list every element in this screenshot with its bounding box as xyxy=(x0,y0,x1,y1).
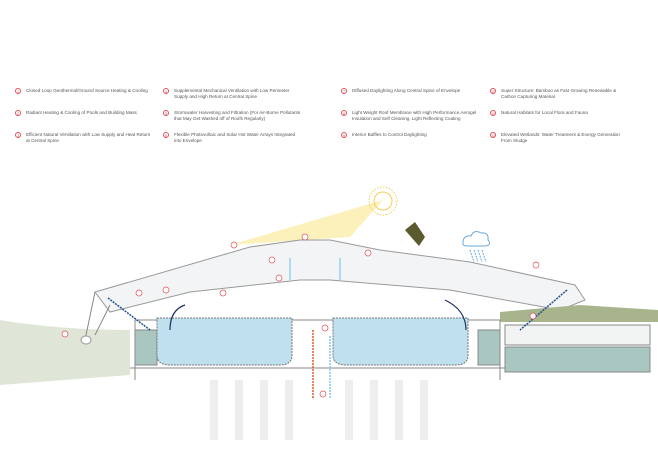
legend-number-badge: 9 xyxy=(341,132,347,138)
sunlight-beam xyxy=(230,200,383,245)
legend-text: Natural Habitats for Local Flora and Fau… xyxy=(501,110,588,115)
legend-number-badge: 12 xyxy=(490,132,496,138)
ventilation-arrows xyxy=(107,258,568,331)
legend-text: Stormwater Harvesting and Filtration (Fo… xyxy=(174,110,301,121)
legend-number-badge: 6 xyxy=(163,132,169,138)
legend-number-badge: 5 xyxy=(163,110,169,116)
legend-item: 3 Efficient Natural Ventilation with Low … xyxy=(15,132,155,144)
building-base xyxy=(130,319,505,380)
legend-number-badge: 10 xyxy=(490,88,496,94)
legend-item: 5 Stormwater Harvesting and Filtration (F… xyxy=(163,110,303,122)
legend-number-badge: 2 xyxy=(15,110,21,116)
legend-text: Supplemental Mechanical Ventilation with… xyxy=(174,88,290,99)
legend-item: 9 Interior Baffles to Control Daylighting xyxy=(341,132,481,138)
legend-number-badge: 1 xyxy=(15,88,21,94)
legend-text: Super Structure: Bamboo as Fast Growing … xyxy=(501,88,617,99)
legend-number-badge: 4 xyxy=(163,88,169,94)
right-building xyxy=(504,324,651,373)
sun-icon xyxy=(368,186,398,216)
green-roof-right xyxy=(500,305,658,322)
legend-text: Closed Loop Geothermal/Ground Source Hea… xyxy=(26,88,148,93)
legend-text: Flexible Photovoltaic and Solar Hot Wate… xyxy=(174,132,296,143)
legend-text: Efficient Natural Ventilation with Low S… xyxy=(26,132,151,143)
legend-item: 10 Super Structure: Bamboo as Fast Growin… xyxy=(490,88,630,100)
legend-item: 8 Light Weight Roof Membrane with High Pe… xyxy=(341,110,481,122)
pool-left xyxy=(156,317,293,366)
legend-text: Interior Baffles to Control Daylighting xyxy=(352,132,427,137)
legend-item: 6 Flexible Photovoltaic and Solar Hot Wat… xyxy=(163,132,303,144)
legend-item: 1 Closed Loop Geothermal/Ground Source He… xyxy=(15,88,155,94)
pv-film-sample xyxy=(405,222,425,246)
legend-number-badge: 11 xyxy=(490,110,496,116)
legend-text: Elevated Wetlands: Water Treatment & Ene… xyxy=(501,132,620,143)
legend-text: Radiant Heating & Cooling of Pools and B… xyxy=(26,110,137,115)
legend-item: 4 Supplemental Mechanical Ventilation wit… xyxy=(163,88,303,100)
legend-number-badge: 8 xyxy=(341,110,347,116)
landscape-left xyxy=(0,320,130,385)
legend-item: 7 Diffused Daylighting Along Central Spin… xyxy=(341,88,481,94)
legend-number-badge: 7 xyxy=(341,88,347,94)
pool-right xyxy=(332,317,469,366)
rain-cloud-icon xyxy=(462,231,491,263)
callout-markers xyxy=(61,233,540,398)
legend-item: 12 Elevated Wetlands: Water Treatment & E… xyxy=(490,132,630,144)
heat-exchange-arrows xyxy=(312,330,331,398)
legend-text: Light Weight Roof Membrane with High Per… xyxy=(352,110,477,121)
legend-item: 11 Natural Habitats for Local Flora and F… xyxy=(490,110,630,116)
legend-item: 2 Radiant Heating & Cooling of Pools and … xyxy=(15,110,155,116)
legend-number-badge: 3 xyxy=(15,132,21,138)
ghost-piles xyxy=(210,380,428,440)
legend-text: Diffused Daylighting Along Central Spine… xyxy=(352,88,461,93)
